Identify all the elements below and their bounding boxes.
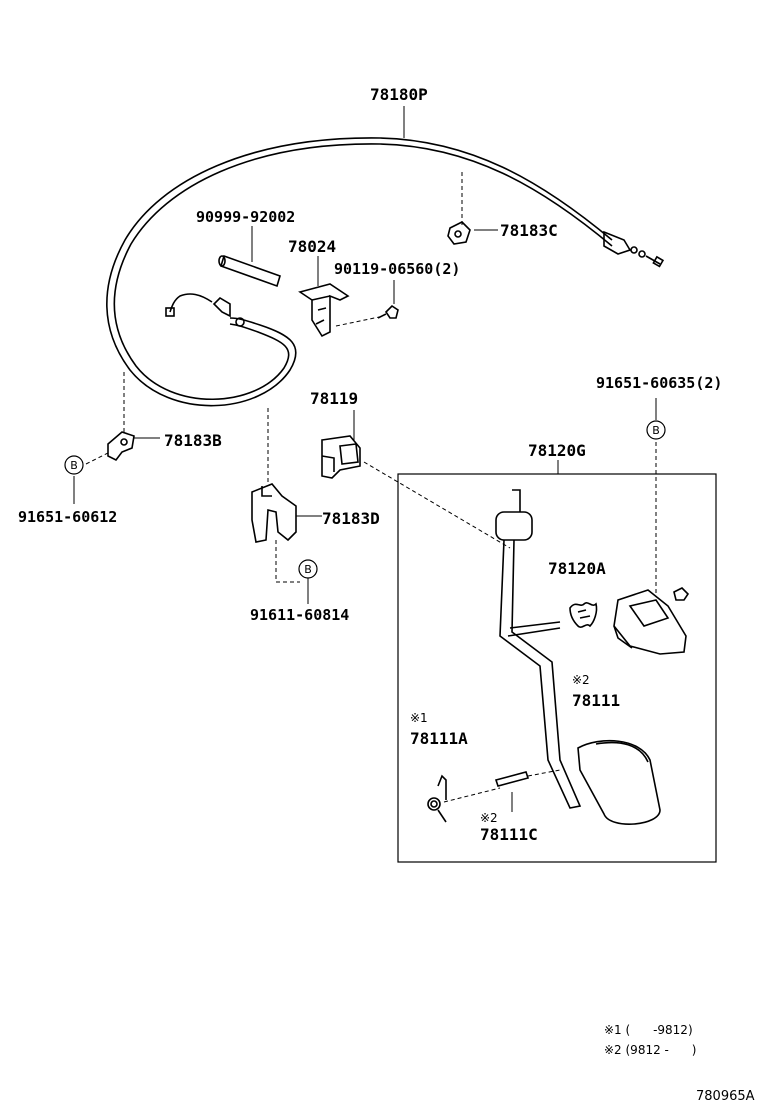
- circle-b-marker: B: [64, 455, 84, 475]
- label-pin: 78111C: [480, 825, 538, 844]
- label-hose: 90999-92002: [196, 208, 295, 226]
- pedal-bracket-part: [613, 587, 690, 655]
- label-bolt-right: 91651-60635(2): [596, 374, 722, 392]
- svg-text:B: B: [652, 424, 660, 437]
- legend-line-2: ※2 (9812 - ): [604, 1043, 696, 1057]
- label-bolt: 90119-06560(2): [334, 260, 460, 278]
- spring-part: [569, 602, 598, 628]
- label-clip-b-left: 91651-60612: [18, 508, 117, 526]
- cushion-part: [321, 435, 361, 479]
- svg-text:B: B: [70, 459, 78, 472]
- label-clip-b-mid: 91611-60814: [250, 606, 349, 624]
- label-clamp-b: 78183B: [164, 431, 222, 450]
- clamp-d-part: [251, 483, 297, 543]
- dashed-lines: [85, 172, 657, 803]
- pad-spring-part: [427, 774, 447, 823]
- label-cushion: 78119: [310, 389, 358, 408]
- hose-part: [218, 254, 281, 288]
- pin-part: [494, 771, 530, 787]
- accelerator-cable: [106, 137, 665, 407]
- note-mark-spring: ※1: [410, 711, 428, 725]
- clamp-c-part: [447, 221, 471, 245]
- label-pad-spring: 78111A: [410, 729, 468, 748]
- diagram-reference: 780965A: [696, 1089, 755, 1104]
- note-mark-pad: ※2: [572, 673, 590, 687]
- legend-line-1: ※1 ( -9812): [604, 1023, 693, 1037]
- label-clamp-d: 78183D: [322, 509, 380, 528]
- bracket-part: [298, 283, 350, 338]
- pedal-assy-box: [397, 473, 717, 863]
- circle-b-marker: B: [298, 559, 318, 579]
- leader-lines: [73, 106, 657, 812]
- label-pedal-pad: 78111: [572, 691, 620, 710]
- svg-text:B: B: [304, 563, 312, 576]
- note-mark-pin: ※2: [480, 811, 498, 825]
- label-bracket: 78024: [288, 237, 336, 256]
- pedal-arm-part: [495, 489, 582, 809]
- bolt-part: [377, 304, 399, 319]
- clamp-b-part: [107, 431, 135, 462]
- pedal-pad-part: [577, 739, 661, 825]
- circle-b-marker: B: [646, 420, 666, 440]
- label-spring: 78120A: [548, 559, 606, 578]
- label-pedal-assy: 78120G: [528, 441, 586, 460]
- label-cable-assy: 78180P: [370, 85, 428, 104]
- label-clamp-c: 78183C: [500, 221, 558, 240]
